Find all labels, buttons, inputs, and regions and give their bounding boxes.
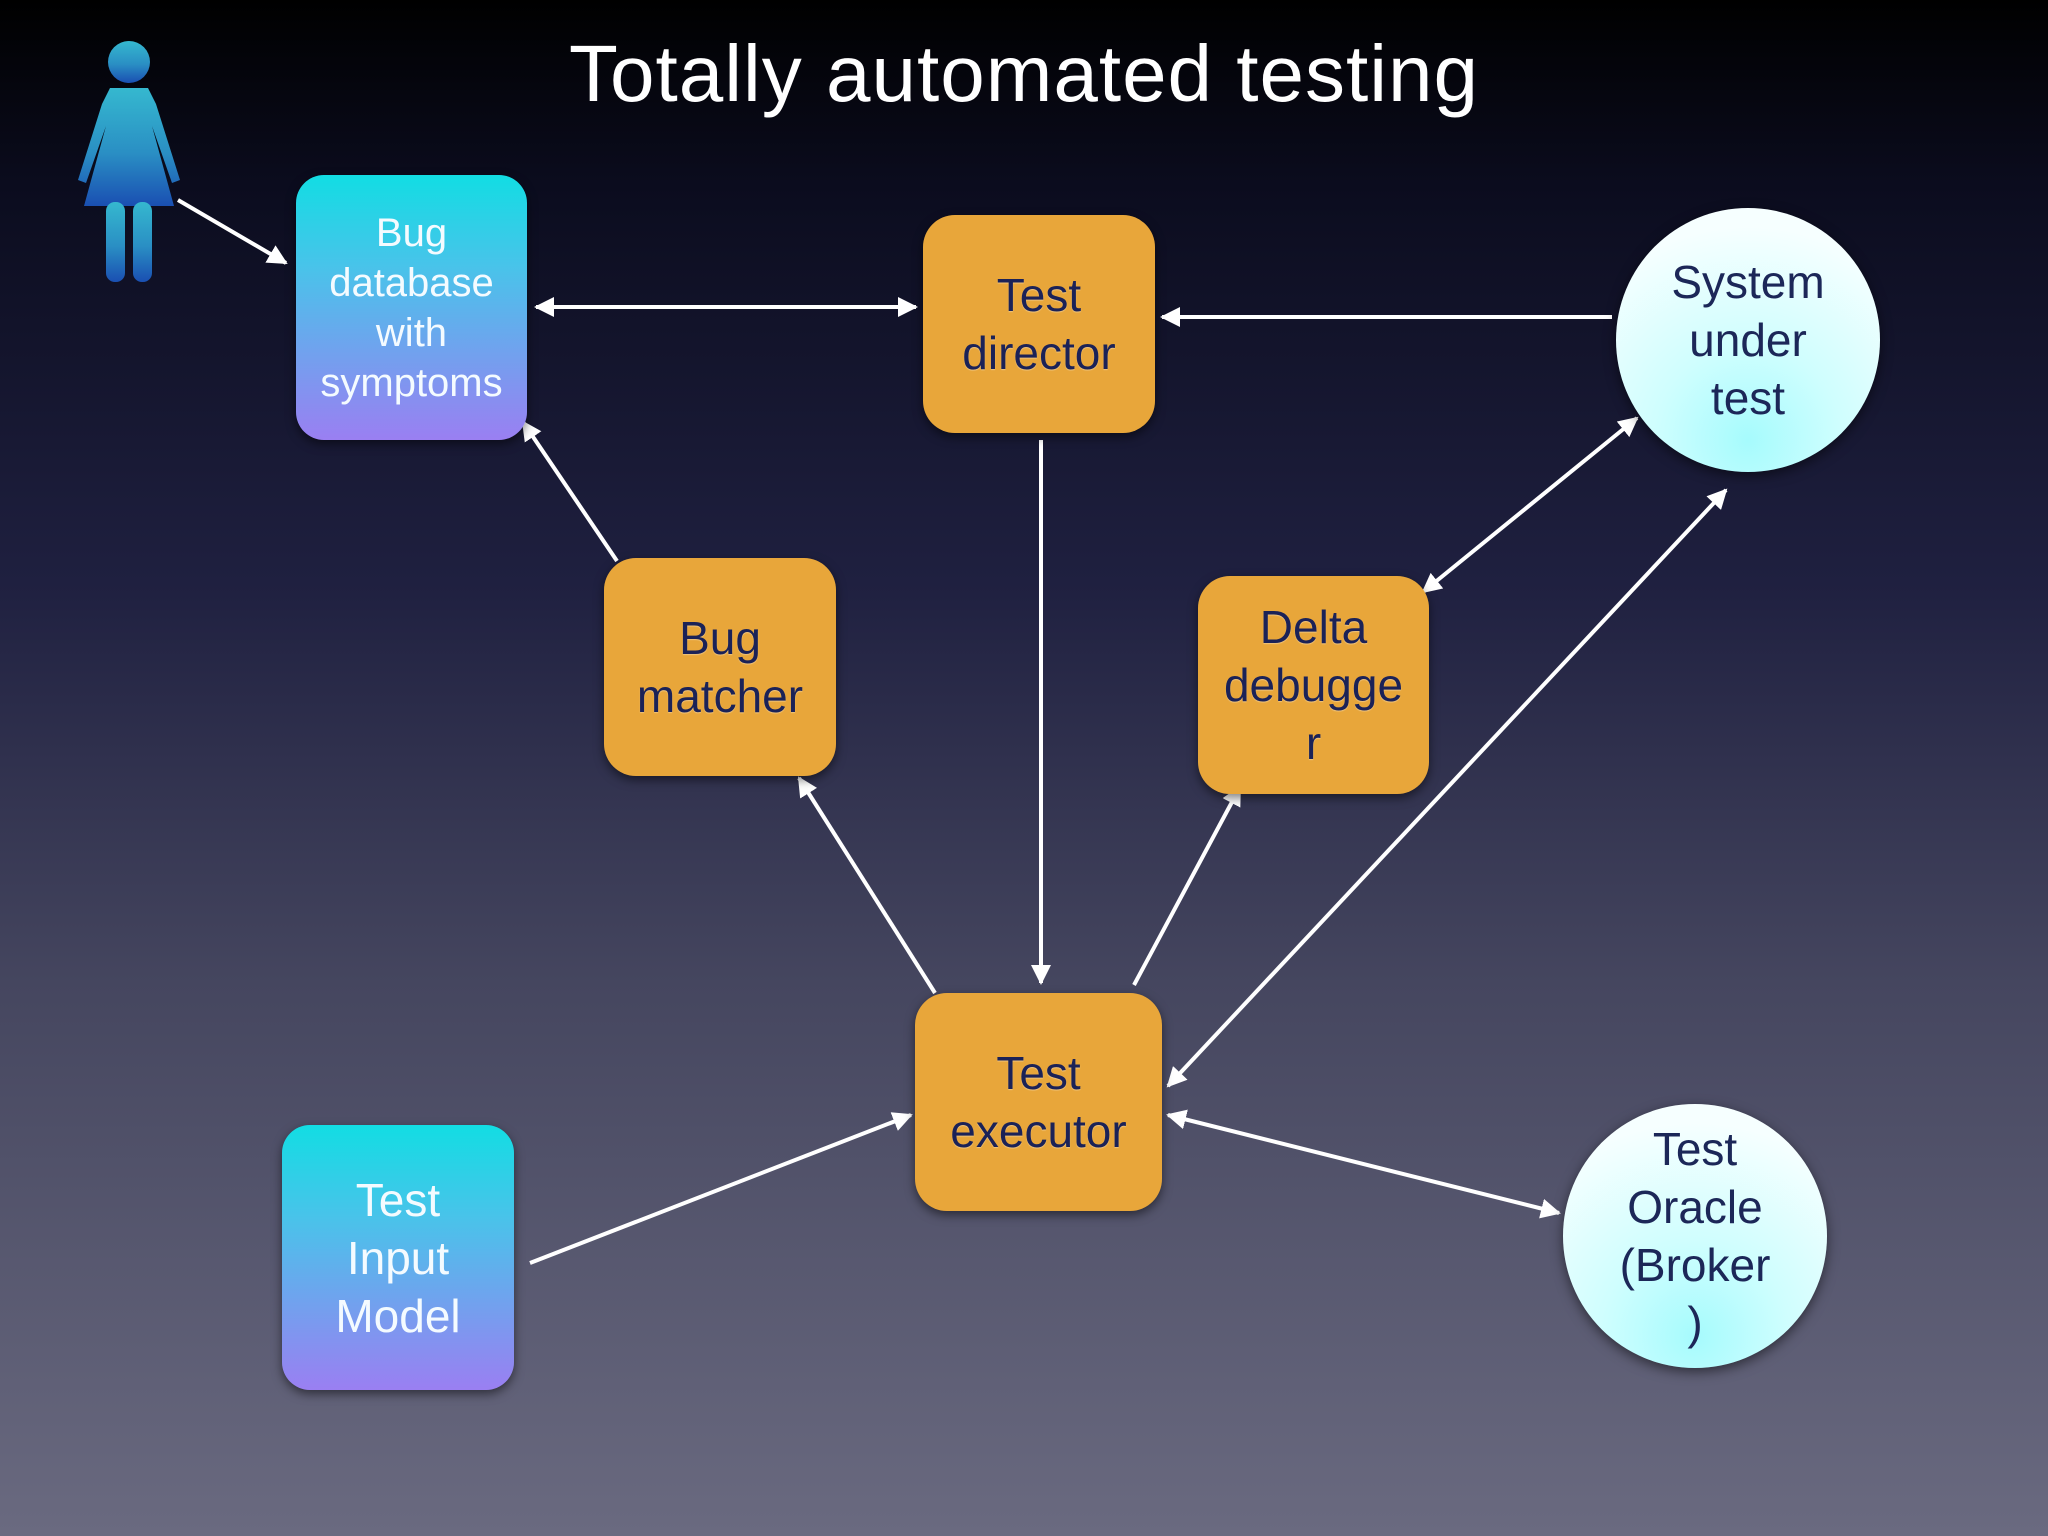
arrow-delta-debugger-system	[1421, 416, 1639, 594]
bug-database-node: Bug database with symptoms	[296, 175, 527, 440]
test-oracle-node: Test Oracle (Broker )	[1563, 1104, 1827, 1368]
test-executor-node: Test executor	[915, 993, 1162, 1211]
system-under-test-node: System under test	[1616, 208, 1880, 472]
test-input-model-node: Test Input Model	[282, 1125, 514, 1390]
arrow-bug-matcher-to-bug-database	[521, 420, 619, 563]
arrow-test-executor-to-delta-debugger	[1132, 785, 1242, 986]
bug-matcher-node: Bug matcher	[604, 558, 836, 776]
slide-title: Totally automated testing	[569, 29, 1479, 118]
person-icon	[78, 41, 180, 282]
arrow-person-to-bug-database	[176, 198, 288, 265]
delta-debugger-node: Delta debugge r	[1198, 576, 1429, 794]
arrow-test-executor-system	[1166, 488, 1728, 1088]
arrow-test-executor-test-oracle	[1166, 1109, 1561, 1219]
arrow-test-executor-to-bug-matcher	[797, 776, 937, 995]
arrow-test-input-to-test-executor	[529, 1112, 913, 1265]
test-director-node: Test director	[923, 215, 1155, 433]
